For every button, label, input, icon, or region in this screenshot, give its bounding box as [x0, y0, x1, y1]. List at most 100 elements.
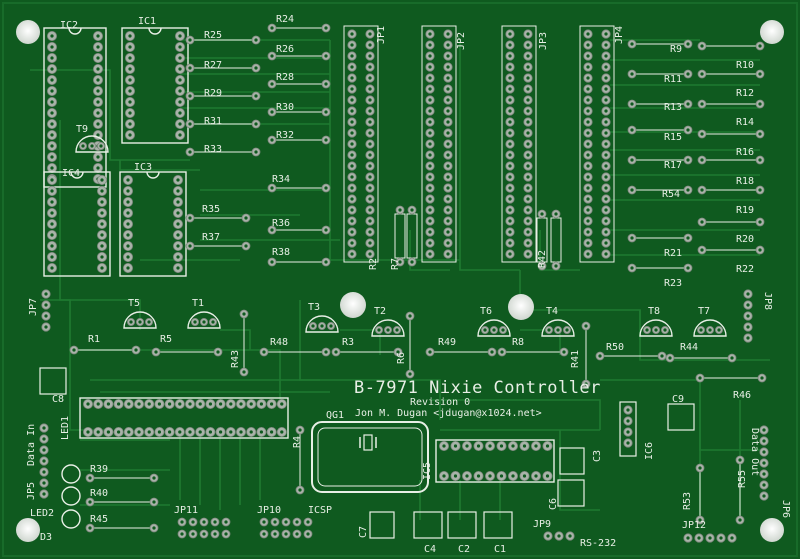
resistor [267, 79, 331, 89]
pad-drill [50, 111, 54, 115]
dip-outline [119, 171, 187, 277]
label-r25: R25 [204, 30, 222, 41]
label-r11: R11 [664, 74, 682, 85]
pad-drill [719, 536, 723, 540]
label-r4: R4 [292, 436, 303, 448]
pad-drill [604, 32, 608, 36]
transistor [123, 311, 157, 329]
pad-drill [90, 144, 94, 148]
pad-drill [446, 98, 450, 102]
pad-drill [698, 376, 702, 380]
pad-drill [586, 142, 590, 146]
label-r46: R46 [733, 390, 751, 401]
pad-drill [453, 444, 458, 448]
pad-drill [645, 328, 649, 332]
pad-drill [50, 45, 54, 49]
pad-drill [446, 175, 450, 179]
pad-drill [350, 197, 354, 201]
pad-drill [213, 532, 217, 536]
pad-drill [697, 536, 701, 540]
label-r29: R29 [204, 88, 222, 99]
resistor [697, 99, 765, 109]
led-footprints [61, 464, 81, 529]
pad-drill [604, 208, 608, 212]
pad-drill [368, 252, 372, 256]
pad-drill [708, 536, 712, 540]
label-jp12: JP12 [682, 520, 706, 531]
pad-drill [508, 164, 512, 168]
pad-drill [700, 158, 704, 162]
pad-drill [100, 255, 104, 259]
label-r48: R48 [270, 337, 288, 348]
pad-drill [483, 328, 487, 332]
pad-drill [476, 444, 481, 448]
label-jp1: JP1 [376, 26, 387, 44]
label-t1: T1 [192, 298, 204, 309]
pad-drill [428, 32, 432, 36]
pad-drill [428, 65, 432, 69]
pad-drill [762, 439, 766, 443]
pad-drill [604, 98, 608, 102]
pad-drill [368, 197, 372, 201]
pad-drill [178, 34, 182, 38]
pad-drill [604, 76, 608, 80]
pad-drill [762, 450, 766, 454]
pad-drill [178, 100, 182, 104]
transistor-outline [305, 315, 339, 333]
resistor [267, 183, 331, 193]
pad-drill [492, 328, 496, 332]
transistor-outline [187, 311, 221, 329]
transistor-outline [371, 319, 405, 337]
label-r45: R45 [90, 514, 108, 525]
pad-drill [546, 534, 550, 538]
dip-package [119, 171, 187, 277]
label-r16: R16 [736, 147, 754, 158]
pad-drill [50, 244, 54, 248]
dip-package [79, 397, 289, 439]
pad-drill [50, 255, 54, 259]
resistor [267, 51, 331, 61]
resistor [267, 23, 331, 33]
pad-drill [128, 67, 132, 71]
dip-package [43, 27, 107, 188]
pad-drill [700, 102, 704, 106]
pad-drill [368, 32, 372, 36]
pad-drill [157, 430, 161, 434]
pad-drill [96, 78, 100, 82]
pad-drill [152, 526, 156, 530]
label-r7: R7 [390, 258, 401, 270]
pad-drill [178, 56, 182, 60]
pad-drill [522, 444, 527, 448]
pad-drill [81, 144, 85, 148]
pad-drill [428, 98, 432, 102]
resistor [627, 125, 693, 135]
pad-drill [270, 186, 274, 190]
header-footprints [39, 25, 769, 543]
pad-drill [368, 54, 372, 58]
pad-drill [762, 472, 766, 476]
pad-drill [178, 111, 182, 115]
pad-drill [663, 328, 667, 332]
pad-drill [249, 402, 253, 406]
pad-drill [368, 65, 372, 69]
pad-drill [586, 43, 590, 47]
pad-drill [270, 260, 274, 264]
label-r23: R23 [664, 278, 682, 289]
pad-drill [758, 132, 762, 136]
label-r55: R55 [737, 470, 748, 488]
pad-drill [717, 328, 721, 332]
pad-drill [630, 188, 634, 192]
header-2row [579, 25, 615, 263]
label-jp8: JP8 [762, 292, 773, 310]
pad-drill [50, 67, 54, 71]
pad-drill [202, 520, 206, 524]
pad-drill [96, 56, 100, 60]
pad-drill [50, 178, 54, 182]
pad-drill [368, 219, 372, 223]
transistor [187, 311, 221, 329]
pad-drill [398, 260, 402, 264]
label-r21: R21 [664, 248, 682, 259]
resistor [185, 91, 261, 101]
pad-drill [526, 208, 530, 212]
